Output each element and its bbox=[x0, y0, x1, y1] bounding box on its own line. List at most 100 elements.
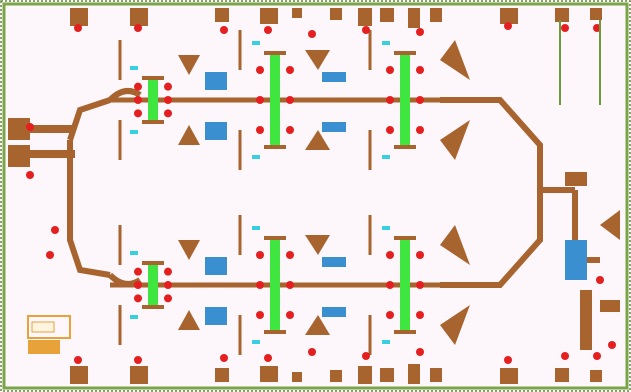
via-hole bbox=[286, 66, 294, 74]
via-hole bbox=[593, 352, 601, 360]
bias-link bbox=[130, 315, 138, 319]
via-hole bbox=[26, 171, 34, 179]
via-hole bbox=[416, 348, 424, 356]
via-hole bbox=[416, 311, 424, 319]
coupling-capacitor bbox=[322, 257, 346, 267]
radial-stub bbox=[440, 40, 470, 80]
transistor-cell bbox=[270, 240, 280, 330]
right-bias-lines bbox=[559, 20, 601, 105]
via-hole bbox=[504, 356, 512, 364]
via-hole bbox=[134, 294, 142, 303]
radial-stub bbox=[440, 305, 470, 345]
drain-bus bbox=[142, 120, 164, 124]
radial-stub bbox=[178, 240, 200, 260]
via-hole bbox=[134, 356, 142, 364]
coupling-capacitor bbox=[322, 72, 346, 82]
via-hole bbox=[264, 26, 272, 34]
bias-link bbox=[130, 130, 138, 134]
via-hole bbox=[561, 352, 569, 360]
drain-bus bbox=[394, 330, 416, 334]
via-hole bbox=[46, 251, 54, 259]
drain-bus bbox=[264, 145, 286, 149]
via-hole bbox=[416, 126, 424, 134]
via-hole bbox=[220, 354, 228, 362]
via-hole bbox=[286, 311, 294, 319]
via-hole bbox=[256, 126, 264, 134]
via-hole bbox=[386, 281, 394, 289]
radial-stub bbox=[440, 120, 470, 160]
transistor-cell bbox=[400, 55, 410, 145]
via-hole bbox=[386, 251, 394, 259]
gate-bus bbox=[264, 51, 286, 55]
via-hole bbox=[134, 281, 142, 289]
via-hole bbox=[286, 126, 294, 134]
coupling-capacitor bbox=[205, 122, 227, 140]
transistor-cell bbox=[148, 80, 158, 120]
via-hole bbox=[362, 352, 370, 360]
via-hole bbox=[220, 26, 228, 34]
radial-stub bbox=[178, 55, 200, 75]
via-hole bbox=[256, 96, 264, 104]
via-hole bbox=[134, 109, 142, 118]
coupling-capacitor bbox=[205, 307, 227, 325]
radial-stub bbox=[305, 235, 330, 255]
via-hole bbox=[504, 22, 512, 30]
via-hole bbox=[164, 82, 172, 91]
gate-bus bbox=[394, 236, 416, 240]
amplifier-stages bbox=[26, 22, 616, 364]
via-hole bbox=[386, 96, 394, 104]
input-port bbox=[8, 118, 75, 167]
bias-link bbox=[252, 155, 260, 159]
transistor-cell bbox=[270, 55, 280, 145]
bias-link bbox=[252, 226, 260, 230]
output-port bbox=[565, 172, 620, 350]
via-hole bbox=[256, 251, 264, 259]
via-hole bbox=[164, 109, 172, 118]
via-hole bbox=[416, 28, 424, 36]
via-hole bbox=[74, 24, 82, 32]
via-hole bbox=[264, 354, 272, 362]
via-hole bbox=[134, 96, 142, 104]
via-hole bbox=[608, 341, 616, 349]
via-hole bbox=[256, 311, 264, 319]
bias-link bbox=[382, 155, 390, 159]
bias-link bbox=[130, 66, 138, 70]
via-hole bbox=[286, 96, 294, 104]
via-hole bbox=[416, 66, 424, 74]
via-hole bbox=[256, 66, 264, 74]
via-hole bbox=[164, 294, 172, 303]
gate-bus bbox=[142, 76, 164, 80]
via-hole bbox=[134, 24, 142, 32]
transistor-cell bbox=[148, 265, 158, 305]
chip-logo bbox=[27, 315, 71, 354]
bottom-bond-pads bbox=[70, 364, 602, 384]
via-hole bbox=[386, 311, 394, 319]
via-hole bbox=[308, 348, 316, 356]
gate-bus bbox=[142, 261, 164, 265]
via-hole bbox=[596, 276, 604, 284]
gate-bus bbox=[394, 51, 416, 55]
via-hole bbox=[416, 281, 424, 289]
via-hole bbox=[164, 96, 172, 104]
coupling-capacitor bbox=[205, 257, 227, 275]
radial-stub bbox=[305, 315, 330, 335]
coupling-capacitor bbox=[322, 307, 346, 317]
bias-link bbox=[382, 226, 390, 230]
via-hole bbox=[286, 281, 294, 289]
input-splitter bbox=[67, 88, 142, 287]
via-hole bbox=[26, 123, 34, 131]
bias-link bbox=[382, 41, 390, 45]
radial-stub bbox=[178, 310, 200, 330]
via-hole bbox=[416, 96, 424, 104]
coupling-capacitor bbox=[205, 72, 227, 90]
drain-bus bbox=[264, 330, 286, 334]
bias-link bbox=[252, 340, 260, 344]
radial-stub bbox=[440, 225, 470, 265]
via-hole bbox=[308, 30, 316, 38]
via-hole bbox=[286, 251, 294, 259]
via-hole bbox=[256, 281, 264, 289]
coupling-capacitor bbox=[322, 122, 346, 132]
via-hole bbox=[74, 356, 82, 364]
